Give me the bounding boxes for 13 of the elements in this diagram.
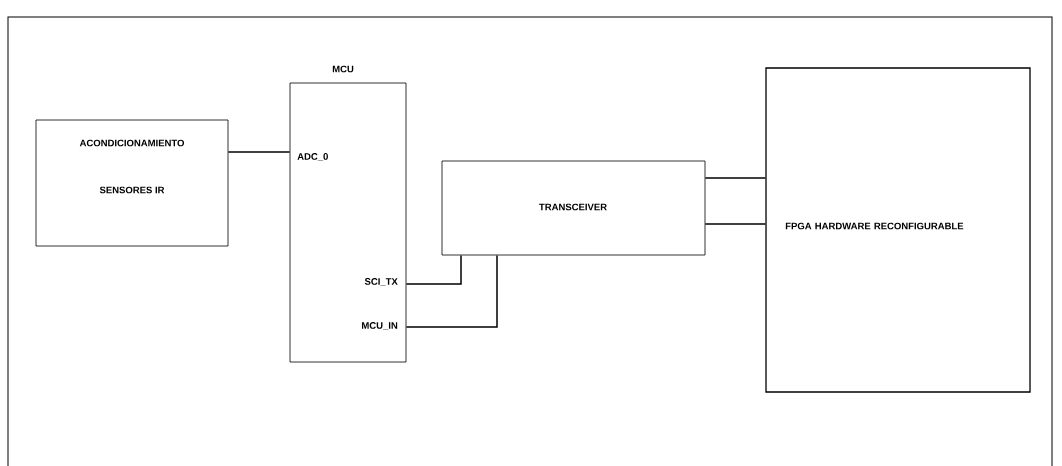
connector-line (704, 223, 767, 225)
connector-line (405, 254, 462, 285)
box-text: TRANSCEIVER (539, 203, 607, 211)
pin-label: MCU_IN (362, 322, 398, 330)
pin-label: ADC_0 (297, 153, 328, 161)
box-text: ACONDICIONAMIENTO (79, 139, 185, 147)
box-text: SENSORES IR (99, 186, 165, 194)
pin-label: SCI_TX (364, 278, 398, 286)
box-text: FPGA HARDWARE RECONFIGURABLE (785, 222, 964, 230)
connector-line (704, 177, 767, 179)
connector-line (405, 254, 498, 328)
connector-line (227, 151, 291, 153)
box-heading: MCU (332, 65, 354, 73)
